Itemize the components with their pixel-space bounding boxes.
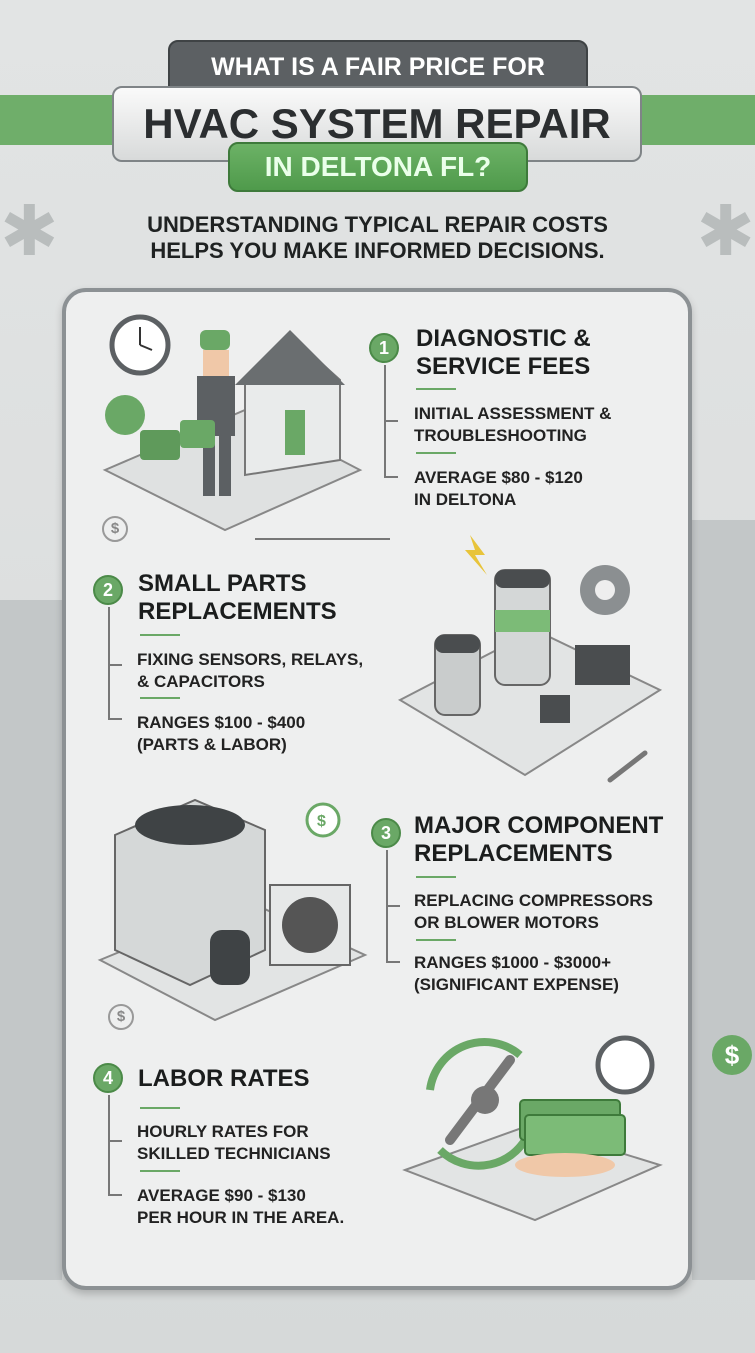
point-line: IN DELTONA xyxy=(414,490,517,509)
title-line: DIAGNOSTIC & xyxy=(416,325,591,352)
section-price: RANGES $100 - $400 (PARTS & LABOR) xyxy=(137,712,305,756)
point-line: PER HOUR IN THE AREA. xyxy=(137,1208,345,1227)
palm-tree-right: ✱ xyxy=(696,192,755,270)
divider xyxy=(416,939,456,941)
point-line: RANGES $1000 - $3000+ xyxy=(414,953,612,972)
divider xyxy=(140,634,180,636)
section-price: RANGES $1000 - $3000+ (SIGNIFICANT EXPENS… xyxy=(414,952,619,996)
connector-tick xyxy=(108,664,122,666)
title-line: SERVICE FEES xyxy=(416,353,591,380)
dollar-icon: $ xyxy=(712,1035,752,1075)
location-banner: IN DELTONA FL? xyxy=(228,142,528,192)
divider xyxy=(416,452,456,454)
banner-ribbon-right xyxy=(635,95,755,145)
background-building-right xyxy=(692,520,755,1280)
section-point: REPLACING COMPRESSORS OR BLOWER MOTORS xyxy=(414,890,653,934)
point-line: (PARTS & LABOR) xyxy=(137,735,287,754)
dollar-icon: $ xyxy=(108,1004,134,1030)
point-line: RANGES $100 - $400 xyxy=(137,713,306,732)
point-line: OR BLOWER MOTORS xyxy=(414,913,599,932)
connector-tick xyxy=(108,1194,122,1196)
section-point: HOURLY RATES FOR SKILLED TECHNICIANS xyxy=(137,1121,331,1165)
point-line: REPLACING COMPRESSORS xyxy=(414,891,653,910)
connector-tick xyxy=(386,905,400,907)
point-line: AVERAGE $90 - $130 xyxy=(137,1186,306,1205)
point-line: HOURLY RATES FOR xyxy=(137,1122,309,1141)
header-kicker: WHAT IS A FAIR PRICE FOR xyxy=(168,40,588,90)
connector-tick xyxy=(108,1140,122,1142)
labor-money-illustration xyxy=(402,1035,663,1222)
divider xyxy=(416,388,456,390)
section-point: INITIAL ASSESSMENT & TROUBLESHOOTING xyxy=(414,403,611,447)
section-title: LABOR RATES xyxy=(138,1065,310,1093)
step-badge: 4 xyxy=(93,1063,123,1093)
point-line: AVERAGE $80 - $120 xyxy=(414,468,583,487)
connector-line xyxy=(108,1095,110,1195)
connector-tick xyxy=(108,718,122,720)
banner-ribbon-left xyxy=(0,95,120,145)
section-point: FIXING SENSORS, RELAYS, & CAPACITORS xyxy=(137,649,363,693)
ac-unit-illustration: $ xyxy=(97,798,368,1022)
palm-tree-left: ✱ xyxy=(0,192,59,270)
divider xyxy=(416,876,456,878)
background-building-left xyxy=(0,600,62,1280)
section-title: DIAGNOSTIC &SERVICE FEES xyxy=(416,325,591,381)
point-line: FIXING SENSORS, RELAYS, xyxy=(137,650,364,669)
dollar-icon: $ xyxy=(317,813,326,830)
subtitle-line: UNDERSTANDING TYPICAL REPAIR COSTS xyxy=(147,212,608,237)
capacitor-parts-illustration xyxy=(397,535,663,777)
step-badge: 3 xyxy=(371,818,401,848)
connector-tick xyxy=(386,961,400,963)
subtitle: UNDERSTANDING TYPICAL REPAIR COSTS HELPS… xyxy=(0,212,755,264)
divider xyxy=(140,1170,180,1172)
point-line: & CAPACITORS xyxy=(137,672,265,691)
connector-tick xyxy=(384,420,398,422)
divider xyxy=(140,697,180,699)
title-line: REPLACEMENTS xyxy=(414,840,613,867)
divider xyxy=(140,1107,180,1109)
point-line: INITIAL ASSESSMENT & xyxy=(414,404,612,423)
title-line: LABOR RATES xyxy=(138,1065,310,1092)
step-badge: 2 xyxy=(93,575,123,605)
title-line: MAJOR COMPONENT xyxy=(414,812,664,839)
title-line: REPLACEMENTS xyxy=(138,598,337,625)
point-line: (SIGNIFICANT EXPENSE) xyxy=(414,975,619,994)
dollar-icon: $ xyxy=(102,516,128,542)
connector-line xyxy=(108,607,110,719)
section-price: AVERAGE $80 - $120 IN DELTONA xyxy=(414,467,583,511)
point-line: TROUBLESHOOTING xyxy=(414,426,587,445)
point-line: SKILLED TECHNICIANS xyxy=(137,1144,331,1163)
wrench-icon xyxy=(607,750,648,783)
page-title: HVAC SYSTEM REPAIR xyxy=(112,86,642,162)
subtitle-line: HELPS YOU MAKE INFORMED DECISIONS. xyxy=(150,238,605,263)
step-badge: 1 xyxy=(369,333,399,363)
connector-tick xyxy=(384,476,398,478)
title-line: SMALL PARTS xyxy=(138,570,307,597)
technician-house-illustration xyxy=(102,314,363,532)
divider xyxy=(255,538,390,540)
clock-icon xyxy=(595,1035,655,1095)
